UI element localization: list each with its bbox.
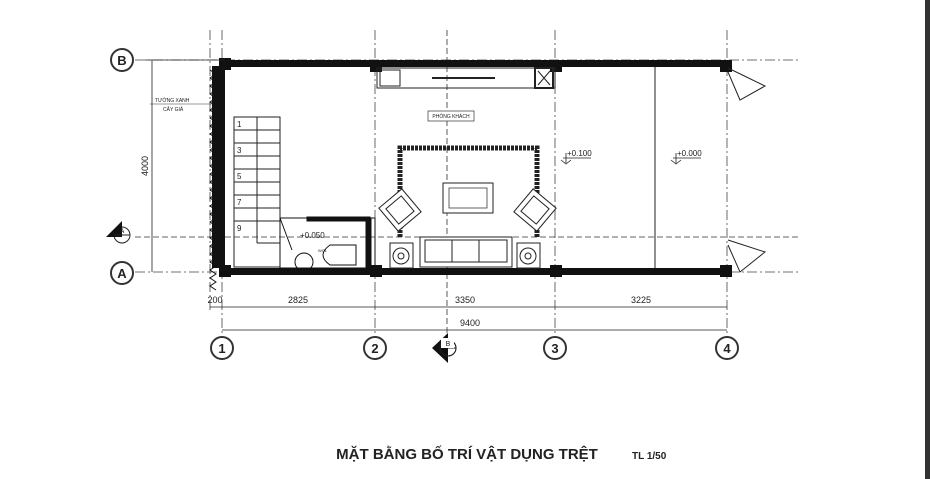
grid-label-1: 1 [218,341,225,356]
hedge-wall [209,66,222,291]
armchair-left [378,188,422,232]
stair-number: 1 [237,120,242,129]
grid-label-3: 3 [551,341,558,356]
drawing-scale: TL 1/50 [632,451,667,462]
stair-number: 5 [237,172,242,181]
grid-bubbles [110,48,739,360]
staircase [233,116,281,268]
dim-height: 4000 [140,156,150,176]
grid-label-b: B [117,53,126,68]
stair-number: 3 [237,146,242,155]
section-marker-a [106,221,131,244]
sofa [419,236,513,268]
grid-label-2: 2 [371,341,378,356]
section-label-b: B [446,341,451,348]
armchair-right [513,188,557,232]
dim-bay-2: 3350 [455,295,475,305]
side-tables [389,242,541,269]
level-living: +0.100 [567,149,592,158]
wc-room [279,216,376,272]
level-marks [560,153,701,165]
window-edge [925,0,930,479]
room-label-box [427,110,475,122]
coffee-table [442,182,494,214]
level-front: +0.000 [677,149,702,158]
stair-number: 9 [237,224,242,233]
coffee-table-top [448,187,488,209]
dimension-lines [145,59,727,331]
grid-label-4: 4 [723,341,731,356]
wc-label: WC1 [318,248,328,253]
wc-level: +0.050 [300,231,325,240]
drawing-title: MẶT BẰNG BỐ TRÍ VẬT DỤNG TRỆT [336,445,598,463]
walls [219,58,732,277]
section-marker-b [432,333,457,363]
dim-total: 9400 [460,318,480,328]
dim-wall: 200 [207,295,222,305]
stair-number: 7 [237,198,242,207]
front-doors [727,67,767,273]
dim-bay-1: 2825 [288,295,308,305]
room-label: PHÒNG KHÁCH [432,113,470,120]
grid-label-a: A [117,266,127,281]
hedge-label-2: CÂY GIẢ [163,106,184,113]
hedge-label-1: TƯỜNG XANH [155,97,190,104]
tv-cabinet [376,67,556,89]
dim-bay-3: 3225 [631,295,651,305]
section-label-a: A [120,228,125,235]
